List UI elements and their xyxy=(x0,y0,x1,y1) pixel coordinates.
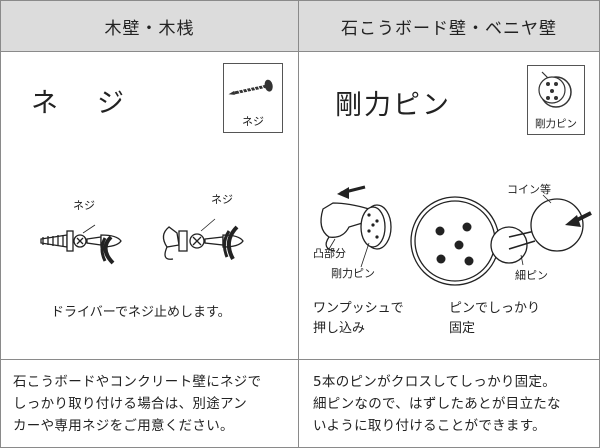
pin-icon xyxy=(538,71,572,108)
method-title-screw: ネ ジ xyxy=(31,88,130,119)
fix-caption-line-1: ピンでしっかり xyxy=(449,301,541,316)
push-caption-line-2: 押し込み xyxy=(313,321,366,336)
screw-callout-2: ネジ xyxy=(211,193,233,206)
screw-caption: ドライバーでネジ止めします。 xyxy=(51,305,231,320)
push-caption-line-1: ワンプッシュで xyxy=(313,301,404,316)
left-divider xyxy=(1,359,298,360)
label-convex-part: 凸部分 xyxy=(313,247,346,260)
pin-description-line-3: いように取り付けることができます。 xyxy=(313,418,546,434)
column-divider xyxy=(298,1,299,447)
screw-description-line-3: カーや専用ネジをご用意ください。 xyxy=(13,418,234,434)
header-wood-wall: 木壁・木桟 xyxy=(1,1,298,52)
push-caption: ワンプッシュで 押し込み xyxy=(313,299,404,339)
header-gypsum-wall: 石こうボード壁・ベニヤ壁 xyxy=(299,1,599,52)
pin-install-illustration xyxy=(320,185,592,286)
screw-icon xyxy=(228,79,273,96)
screw-icon-box: ネジ xyxy=(223,63,283,133)
label-coin: コイン等 xyxy=(507,183,551,196)
screw-icon-label: ネジ xyxy=(242,115,264,128)
pin-icon-label: 剛力ピン xyxy=(535,118,577,130)
right-divider xyxy=(299,359,599,360)
pin-description-line-2: 細ピンなので、はずしたあとが目立たな xyxy=(313,396,561,412)
method-title-pin: 剛力ピン xyxy=(335,90,451,121)
fix-caption: ピンでしっかり 固定 xyxy=(449,299,540,339)
label-pin: 剛力ピン xyxy=(331,267,375,280)
pin-icon-box: 剛力ピン xyxy=(527,65,585,135)
pin-description-line-1: 5本のピンがクロスしてしっかり固定。 xyxy=(313,374,557,390)
screw-description-line-2: しっかり取り付ける場合は、別途アン xyxy=(13,396,248,412)
screw-description-line-1: 石こうボードやコンクリート壁にネジで xyxy=(13,374,262,390)
fix-caption-line-2: 固定 xyxy=(449,321,476,336)
screw-install-illustration xyxy=(40,218,244,265)
screw-callout-1: ネジ xyxy=(73,199,95,212)
label-thin-pin: 細ピン xyxy=(515,269,548,282)
